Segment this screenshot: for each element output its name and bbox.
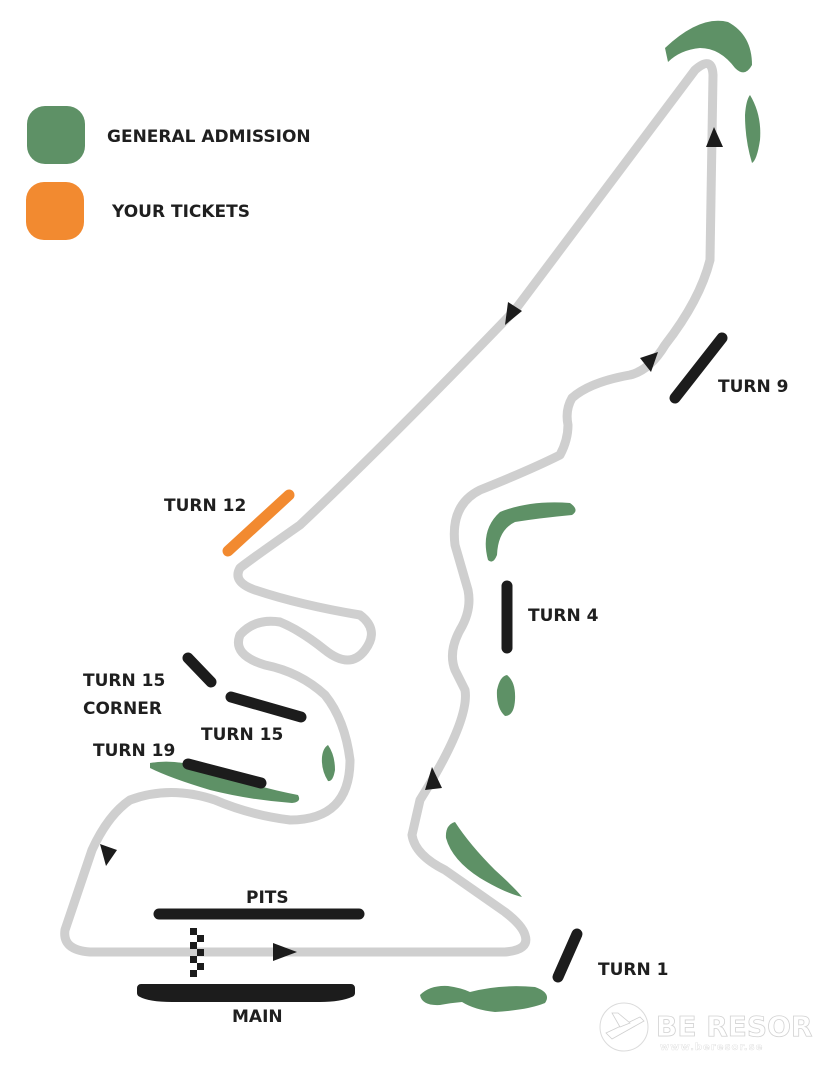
general-admission-areas — [150, 20, 761, 1012]
stand-turn-9 — [669, 332, 728, 404]
arrow-turn-9 — [640, 352, 658, 372]
ga-area-turn-2 — [445, 822, 522, 897]
ga-area-turn-17 — [321, 745, 335, 782]
arrow-turn-4-approach — [425, 767, 442, 790]
label-pits: PITS — [246, 888, 289, 908]
label-turn-4: TURN 4 — [528, 606, 599, 626]
stand-turn-15-corner — [182, 652, 217, 688]
label-turn-15-corner-line-2: CORNER — [83, 699, 162, 719]
ga-area-hairpin-top — [665, 20, 752, 73]
legend-label-general-admission: GENERAL ADMISSION — [107, 127, 311, 147]
arrow-long-straight — [505, 302, 522, 325]
stand-labels: TURN 9 TURN 12 TURN 4 TURN 15 CORNER TUR… — [83, 377, 788, 1027]
stand-turn-19 — [182, 758, 267, 789]
label-turn-19: TURN 19 — [93, 741, 175, 761]
ga-area-turn-5 — [496, 675, 516, 716]
stand-turn-12[interactable] — [222, 489, 295, 557]
ga-area-back-straight — [745, 95, 761, 163]
legend-swatch-your-tickets — [26, 182, 84, 240]
direction-arrows — [100, 127, 723, 961]
label-turn-15: TURN 15 — [201, 725, 283, 745]
grandstands — [137, 332, 728, 1002]
arrow-start-finish — [273, 943, 297, 961]
ga-area-turn-1-south — [420, 985, 548, 1012]
stand-turn-1 — [552, 928, 583, 983]
legend-label-your-tickets: YOUR TICKETS — [111, 202, 250, 222]
brand-watermark: BE RESOR www.beresor.se — [598, 1001, 813, 1053]
label-turn-15-corner-line-1: TURN 15 — [83, 671, 165, 691]
ga-area-turn-3 — [485, 502, 576, 562]
arrow-back-straight — [706, 127, 723, 147]
label-turn-9: TURN 9 — [718, 377, 788, 397]
stand-main — [137, 984, 355, 1002]
brand-name: BE RESOR — [656, 1010, 812, 1043]
ga-area-turn-19 — [150, 761, 300, 803]
legend: GENERAL ADMISSION YOUR TICKETS — [26, 106, 311, 240]
legend-swatch-general-admission — [27, 106, 85, 164]
label-turn-1: TURN 1 — [598, 960, 668, 980]
label-main: MAIN — [232, 1007, 283, 1027]
start-finish-line — [190, 928, 204, 977]
globe-plane-icon — [598, 1001, 650, 1053]
arrow-final-sector — [100, 844, 117, 866]
brand-url: www.beresor.se — [660, 1042, 763, 1053]
race-track — [60, 59, 718, 957]
label-turn-12: TURN 12 — [164, 496, 246, 516]
stand-turn-15 — [225, 691, 307, 723]
